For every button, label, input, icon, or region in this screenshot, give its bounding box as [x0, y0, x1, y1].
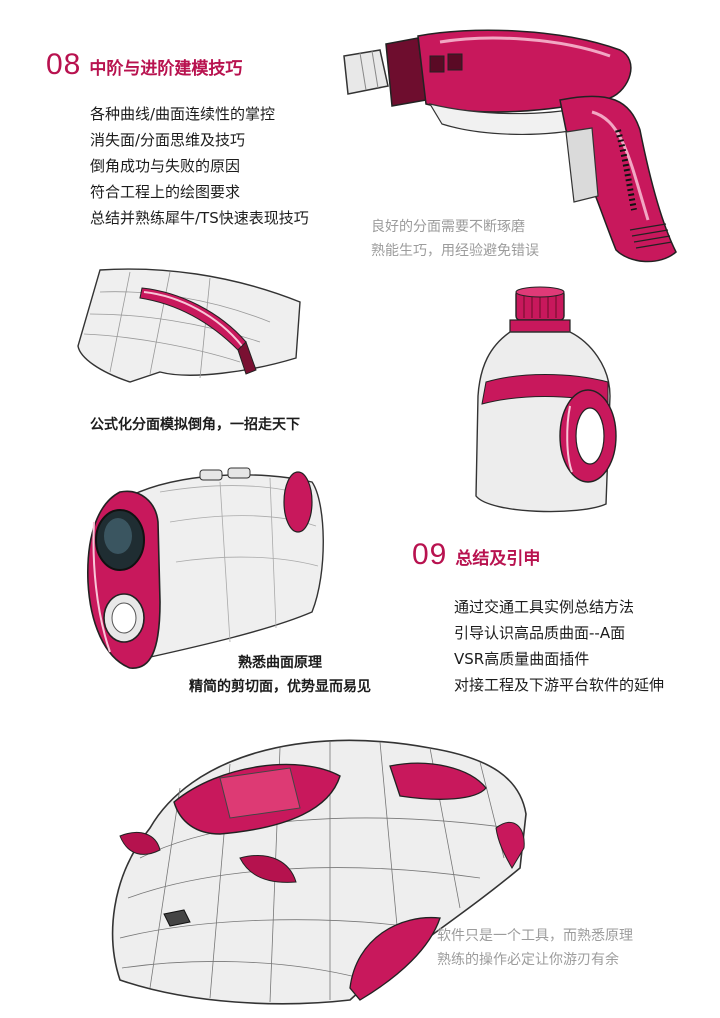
drill-caption-line: 熟能生巧，用经验避免错误 [371, 243, 539, 259]
drill-illustration [343, 29, 677, 263]
section-08-number: 08 [46, 48, 82, 81]
list-item: 各种曲线/曲面连续性的掌控 [90, 105, 276, 123]
list-item: VSR高质量曲面插件 [454, 650, 590, 668]
list-item: 引导认识高品质曲面--A面 [454, 624, 626, 642]
fillet-surface-illustration [77, 268, 301, 383]
car-caption-line: 软件只是一个工具，而熟悉原理 [437, 928, 633, 944]
list-item: 倒角成功与失败的原因 [90, 157, 241, 175]
drill-caption: 良好的分面需要不断琢磨 熟能生巧，用经验避免错误 [371, 215, 539, 263]
section-09-heading: 总结及引申 [455, 549, 541, 569]
bottle-illustration [475, 286, 617, 513]
section-08-list: 各种曲线/曲面连续性的掌控 消失面/分面思维及技巧 倒角成功与失败的原因 符合工… [90, 101, 309, 231]
rangefinder-illustration [87, 467, 324, 669]
list-item: 通过交通工具实例总结方法 [454, 598, 635, 616]
list-item: 总结并熟练犀牛/TS快速表现技巧 [90, 209, 309, 227]
list-item: 对接工程及下游平台软件的延伸 [454, 676, 665, 694]
list-item: 符合工程上的绘图要求 [90, 183, 241, 201]
section-08-heading: 中阶与进阶建模技巧 [89, 59, 243, 79]
car-caption: 软件只是一个工具，而熟悉原理 熟练的操作必定让你游刃有余 [437, 924, 633, 972]
list-item: 消失面/分面思维及技巧 [90, 131, 246, 149]
section-09-list: 通过交通工具实例总结方法 引导认识高品质曲面--A面 VSR高质量曲面插件 对接… [454, 594, 664, 698]
drill-caption-line: 良好的分面需要不断琢磨 [371, 219, 525, 235]
section-09-number: 09 [412, 538, 448, 571]
car-illustration [111, 739, 527, 1005]
fillet-caption: 公式化分面模拟倒角，一招走天下 [90, 417, 300, 433]
rangefinder-caption-line: 熟悉曲面原理 [238, 655, 322, 671]
section-09-title: 09 总结及引申 [412, 538, 540, 572]
section-08-title: 08 中阶与进阶建模技巧 [46, 48, 242, 82]
rangefinder-caption: 熟悉曲面原理 精简的剪切面，优势显而易见 [180, 651, 380, 699]
rangefinder-caption-line: 精简的剪切面，优势显而易见 [189, 679, 371, 695]
car-caption-line: 熟练的操作必定让你游刃有余 [437, 952, 619, 968]
